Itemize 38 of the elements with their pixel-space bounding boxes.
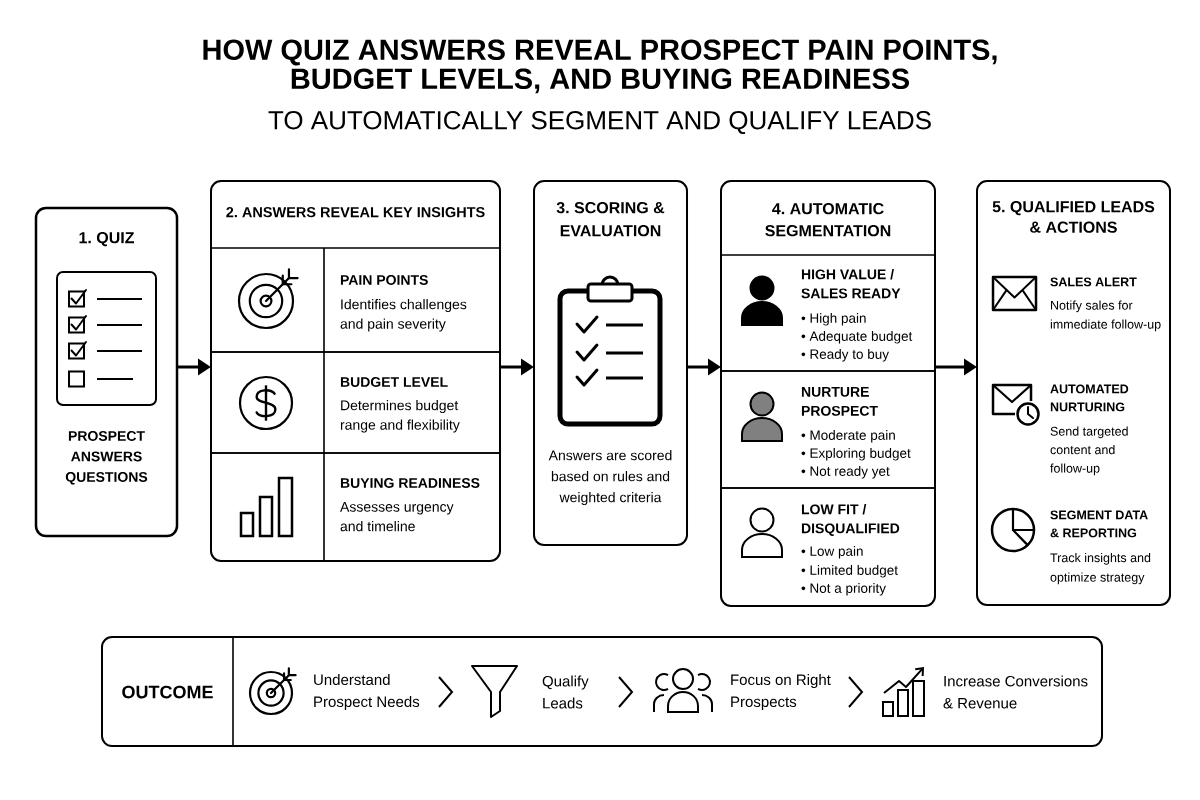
bullet-item: • Exploring budget: [801, 448, 911, 461]
outcome-text: Understand Prospect Needs: [314, 674, 420, 710]
row-heading: NURTURE PROSPECT: [801, 387, 878, 416]
row-heading: LOW FIT / DISQUALIFIED: [801, 504, 900, 536]
outcome-text: Focus on Right Prospects: [731, 674, 831, 710]
outcome-heading: OUTCOME: [122, 685, 213, 699]
bullet-item: • Not ready yet: [801, 466, 890, 479]
action-heading: SEGMENT DATA & REPORTING: [1050, 510, 1148, 538]
row-heading: HIGH VALUE / SALES READY: [801, 269, 901, 299]
row-text: Identifies challenges and pain severity: [340, 299, 467, 332]
action-text: Notify sales for immediate follow-up: [1050, 300, 1161, 332]
row-text: Assesses urgency and timeline: [340, 502, 454, 532]
outcome-text: Qualify Leads: [542, 675, 589, 709]
panel-heading: 4. AUTOMATIC SEGMENTATION: [765, 203, 891, 237]
action-text: Send targeted content and follow-up: [1050, 426, 1128, 476]
panel-heading: 1. QUIZ: [79, 232, 135, 247]
bullet-item: • Low pain: [801, 546, 863, 559]
bullet-item: • Limited budget: [801, 565, 898, 578]
action-heading: SALES ALERT: [1050, 277, 1137, 287]
action-heading: AUTOMATED NURTURING: [1050, 384, 1129, 412]
row-text: Determines budget range and flexibility: [340, 400, 460, 433]
row-heading: BUDGET LEVEL: [340, 377, 448, 387]
action-text: Track insights and optimize strategy: [1050, 553, 1151, 585]
bullet-item: • Ready to buy: [801, 349, 889, 362]
outcome-text: Increase Conversions & Revenue: [943, 675, 1088, 709]
panel-heading: 3. SCORING & EVALUATION: [556, 202, 665, 237]
panel-heading: 2. ANSWERS REVEAL KEY INSIGHTS: [226, 207, 485, 218]
step-caption: PROSPECT ANSWERS QUESTIONS: [65, 431, 148, 485]
panel-text: Answers are scored based on rules and weighted criteria: [548, 450, 672, 506]
bullet-item: • High pain: [801, 313, 866, 326]
bullet-item: • Adequate budget: [801, 331, 913, 344]
panel-heading: 5. QUALIFIED LEADS & ACTIONS: [992, 201, 1155, 233]
row-heading: PAIN POINTS: [340, 275, 428, 285]
bullet-item: • Not a priority: [801, 583, 886, 596]
row-heading: BUYING READINESS: [340, 478, 480, 488]
bullet-item: • Moderate pain: [801, 430, 895, 443]
subtitle: TO AUTOMATICALLY SEGMENT AND QUALIFY LEADS: [268, 111, 931, 135]
title: HOW QUIZ ANSWERS REVEAL PROSPECT PAIN POINTS, BUDGET LEVELS, AND BUYING READINESS: [203, 39, 997, 94]
